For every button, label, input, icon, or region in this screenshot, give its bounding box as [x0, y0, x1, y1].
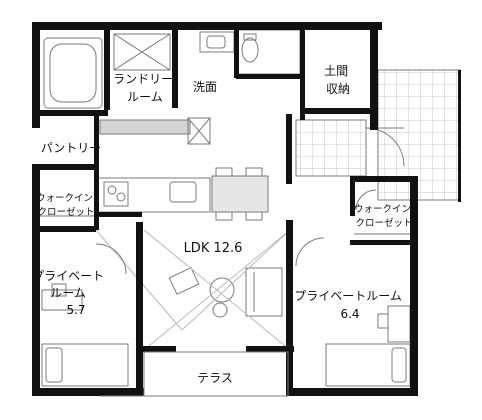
toilet — [241, 37, 259, 63]
wall-top — [32, 22, 382, 30]
chair-right — [377, 313, 389, 329]
walls — [32, 22, 461, 396]
wall-closet-left-side — [94, 168, 99, 230]
laundry-window-diag-2 — [113, 33, 171, 71]
label-private-room-left: プライベート ルーム 5.7 — [32, 269, 108, 317]
wall-closet-right-bottom — [350, 240, 418, 245]
closet-right-door-swing — [355, 189, 377, 211]
wall-room-right-top — [350, 176, 418, 182]
wall-bath-laundry — [104, 30, 110, 110]
wall-room-left-right — [136, 222, 143, 394]
armchair — [168, 267, 200, 295]
stool — [212, 302, 228, 318]
wall-ldk-bottom-left — [136, 346, 176, 352]
wall-right-upper — [370, 22, 378, 130]
bed-left — [41, 343, 129, 387]
wall-laundry-wash — [172, 30, 178, 108]
wall-closet-right-side — [350, 176, 355, 216]
toilet-room-box — [235, 29, 301, 75]
wall-right-lower — [410, 176, 418, 396]
wall-wash-toilet — [234, 30, 239, 78]
label-laundry: ランドリー ルーム — [113, 72, 177, 104]
label-walk-in-closet-right: ウォークイン クローゼット — [354, 204, 414, 229]
label-private-room-right: プライベートルーム 6.4 — [294, 289, 405, 321]
pantry-shelf — [99, 119, 191, 135]
wall-toilet-storage — [300, 30, 305, 120]
label-washroom: 洗面 — [193, 80, 217, 94]
pillow-right — [391, 347, 407, 383]
round-table — [209, 277, 235, 303]
label-pantry: パントリー — [41, 141, 102, 155]
sink-counter — [199, 31, 235, 53]
ldk-diag-4 — [143, 229, 291, 351]
label-walk-in-closet-left: ウォークイン クローゼット — [36, 193, 96, 218]
chair-2 — [245, 167, 263, 177]
ldk-diag-2 — [181, 229, 291, 331]
sink-basin — [206, 35, 226, 49]
wall-pantry-side — [94, 116, 99, 168]
wall-room-left-top-stub — [96, 212, 142, 217]
toilet-tank — [243, 33, 257, 41]
chair-1 — [215, 167, 233, 177]
wall-bath-bottom — [32, 110, 108, 116]
bed-right — [325, 343, 411, 387]
burner-2 — [116, 192, 126, 202]
terrace-outline — [143, 351, 289, 397]
hall-box — [187, 117, 211, 145]
wall-hall-top — [236, 74, 300, 79]
wall-closet-left-bottom — [32, 226, 96, 232]
bathtub — [43, 37, 103, 109]
room-left-door-swing — [95, 243, 127, 275]
dining-table — [211, 175, 269, 213]
pillow-left — [45, 347, 63, 383]
label-earthen-storage: 土間 収納 — [324, 64, 352, 96]
wall-genkan-left — [286, 114, 292, 184]
wall-pantry-bottom — [32, 164, 96, 170]
chair-left — [51, 283, 67, 297]
burner-1 — [107, 185, 117, 195]
chair-4 — [245, 211, 263, 221]
room-labels: ランドリー ルーム 洗面 土間 収納 パントリー ウォークイン クローゼット ウ… — [32, 64, 414, 385]
label-ldk: LDK 12.6 — [184, 241, 243, 256]
kitchen-sink — [169, 181, 197, 203]
genkan-tiles — [295, 119, 367, 177]
desk-right — [387, 305, 411, 343]
wall-room-right-left — [286, 220, 293, 396]
laundry-window — [113, 33, 171, 71]
chair-3 — [215, 211, 233, 221]
wall-left-lower — [32, 166, 40, 394]
label-terrace: テラス — [197, 371, 233, 385]
room-right-door-swing — [295, 237, 325, 267]
porch-edge — [458, 70, 461, 202]
wall-left-upper — [32, 22, 40, 128]
bathtub-inner — [49, 43, 97, 103]
wall-bottom-right — [286, 388, 418, 396]
sofa — [245, 267, 283, 317]
hall-box-diag-2 — [187, 117, 211, 145]
stove-left — [103, 181, 129, 207]
kitchen-counter — [97, 177, 211, 213]
wall-bottom-left — [32, 388, 144, 396]
wall-ldk-bottom-right — [246, 346, 294, 352]
wall-storage-bottom — [300, 108, 378, 114]
desk-left — [41, 289, 83, 311]
